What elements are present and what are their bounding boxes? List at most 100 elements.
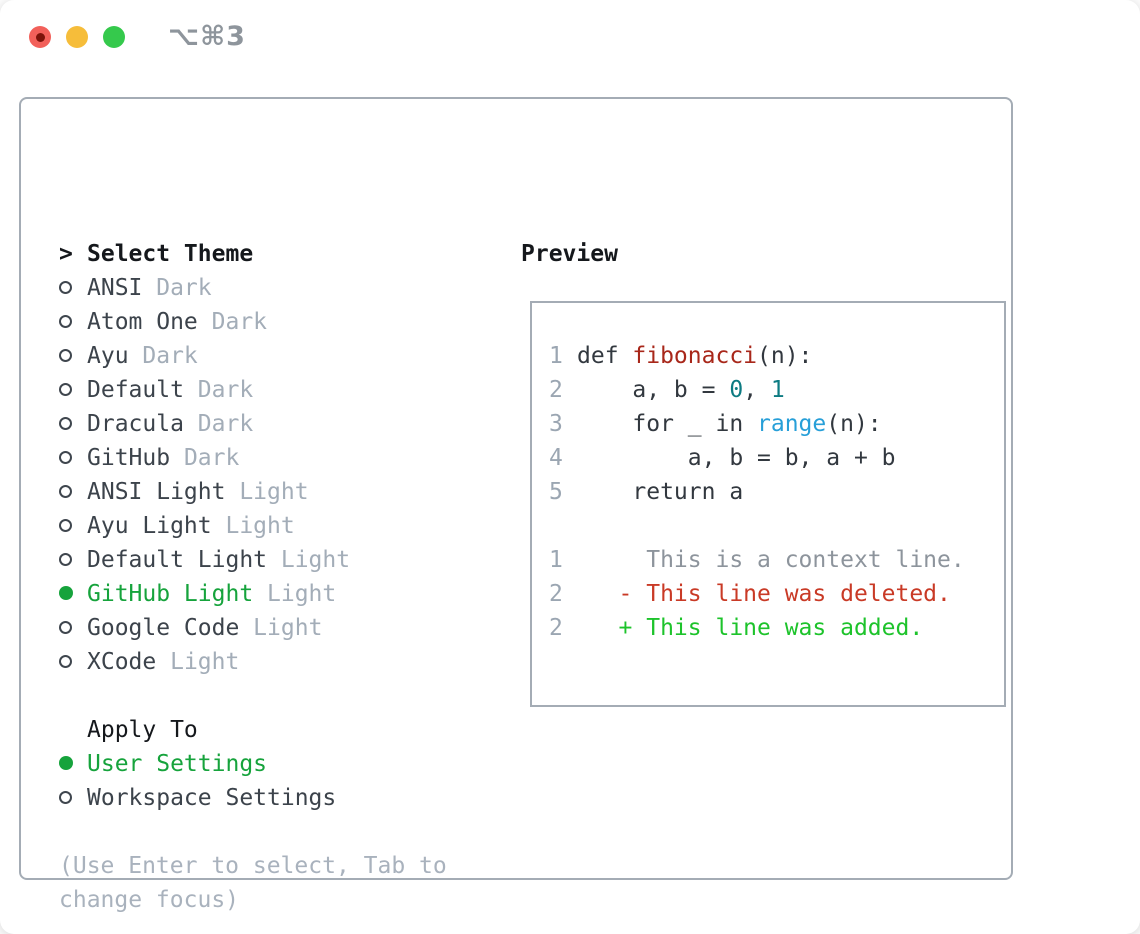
line-number: 2 xyxy=(549,581,563,607)
theme-name: Dracula xyxy=(87,411,184,437)
apply-option-user-settings[interactable]: User Settings xyxy=(59,747,499,781)
theme-variant: Dark xyxy=(197,309,268,335)
radio-marker xyxy=(59,305,87,339)
radio-marker xyxy=(59,475,87,509)
radio-selected-icon xyxy=(59,586,73,600)
theme-variant: Light xyxy=(211,513,295,539)
radio-marker xyxy=(59,407,87,441)
code-line: 5 return a xyxy=(549,475,1004,509)
code-token-context: This is a context line. xyxy=(577,547,965,573)
code-token-plain: a, b = xyxy=(577,377,730,403)
radio-marker xyxy=(59,441,87,475)
theme-variant: Light xyxy=(253,581,337,607)
code-line: 2 - This line was deleted. xyxy=(549,577,1004,611)
theme-name: Ayu xyxy=(87,343,129,369)
code-token-plain: for _ in xyxy=(577,411,758,437)
hint-line-2: change focus) xyxy=(59,887,240,913)
spacer-row xyxy=(59,679,499,713)
theme-name: ANSI Light xyxy=(87,479,226,505)
theme-variant: Light xyxy=(156,649,240,675)
line-number: 2 xyxy=(549,377,563,403)
theme-item-default-light[interactable]: Default Light Light xyxy=(59,543,499,577)
empty-marker xyxy=(59,713,87,747)
code-line: 2 + This line was added. xyxy=(549,611,1004,645)
code-token-plain: return a xyxy=(577,479,744,505)
theme-variant: Dark xyxy=(170,445,240,471)
code-token-deleted: - This line was deleted. xyxy=(577,581,951,607)
close-button[interactable] xyxy=(29,26,51,48)
theme-item-google-code[interactable]: Google Code Light xyxy=(59,611,499,645)
theme-variant: Dark xyxy=(142,275,212,301)
minimize-button[interactable] xyxy=(66,26,88,48)
theme-item-xcode[interactable]: XCode Light xyxy=(59,645,499,679)
radio-marker xyxy=(59,509,87,543)
line-number: 1 xyxy=(549,343,563,369)
theme-name: XCode xyxy=(87,649,157,675)
theme-name: ANSI xyxy=(87,275,143,301)
code-token-plain: a, b = b, a + b xyxy=(577,445,896,471)
radio-icon xyxy=(59,620,72,634)
radio-marker xyxy=(59,339,87,373)
radio-selected-icon xyxy=(59,756,73,770)
radio-icon xyxy=(59,654,72,668)
theme-item-default[interactable]: Default Dark xyxy=(59,373,499,407)
radio-icon xyxy=(59,348,72,362)
theme-item-github[interactable]: GitHub Dark xyxy=(59,441,499,475)
select-theme-header: > Select Theme xyxy=(59,237,499,271)
theme-item-ayu-light[interactable]: Ayu Light Light xyxy=(59,509,499,543)
preview-title: Preview xyxy=(521,241,618,267)
radio-marker xyxy=(59,611,87,645)
line-number: 3 xyxy=(549,411,563,437)
close-dot-icon xyxy=(35,32,45,42)
spacer-row xyxy=(59,815,499,849)
code-token-builtin: range xyxy=(757,411,827,437)
line-number: 2 xyxy=(549,615,563,641)
code-token-plain: (n): xyxy=(826,411,882,437)
theme-item-github-light[interactable]: GitHub Light Light xyxy=(59,577,499,611)
code-token-func: fibonacci xyxy=(632,343,758,369)
theme-item-ansi[interactable]: ANSI Dark xyxy=(59,271,499,305)
radio-icon xyxy=(59,790,72,804)
radio-marker xyxy=(59,747,87,781)
theme-name: Ayu Light xyxy=(87,513,212,539)
radio-marker xyxy=(59,781,87,815)
code-token-number: 1 xyxy=(770,377,785,403)
apply-option-label: User Settings xyxy=(87,751,268,777)
line-number: 4 xyxy=(549,445,563,471)
theme-variant: Dark xyxy=(183,377,254,403)
theme-variant: Light xyxy=(267,547,351,573)
code-token-plain: (n): xyxy=(757,343,813,369)
theme-item-dracula[interactable]: Dracula Dark xyxy=(59,407,499,441)
apply-option-workspace-settings[interactable]: Workspace Settings xyxy=(59,781,499,815)
radio-marker xyxy=(59,543,87,577)
radio-icon xyxy=(59,518,72,532)
radio-marker xyxy=(59,577,87,611)
theme-name: Google Code xyxy=(87,615,240,641)
theme-item-ayu[interactable]: Ayu Dark xyxy=(59,339,499,373)
cursor-arrow-icon: > xyxy=(59,241,87,267)
radio-marker xyxy=(59,373,87,407)
select-theme-title: Select Theme xyxy=(87,241,254,267)
window-title-shortcut: ⌥⌘3 xyxy=(168,21,246,52)
zoom-button[interactable] xyxy=(103,26,125,48)
code-token-plain: def xyxy=(577,343,633,369)
theme-name: Default Light xyxy=(87,547,268,573)
theme-name: GitHub xyxy=(87,445,171,471)
theme-item-atom-one[interactable]: Atom One Dark xyxy=(59,305,499,339)
theme-name: GitHub Light xyxy=(87,581,254,607)
radio-marker xyxy=(59,645,87,679)
line-number: 1 xyxy=(549,547,563,573)
theme-name: Atom One xyxy=(87,309,198,335)
line-number: 5 xyxy=(549,479,563,505)
theme-name: Default xyxy=(87,377,184,403)
code-line: 1 This is a context line. xyxy=(549,543,1004,577)
radio-icon xyxy=(59,416,72,430)
theme-item-ansi-light[interactable]: ANSI Light Light xyxy=(59,475,499,509)
code-line: 3 for _ in range(n): xyxy=(549,407,1004,441)
radio-icon xyxy=(59,552,72,566)
code-line: 4 a, b = b, a + b xyxy=(549,441,1004,475)
code-line xyxy=(549,509,1004,543)
apply-to-header: Apply To xyxy=(59,713,499,747)
